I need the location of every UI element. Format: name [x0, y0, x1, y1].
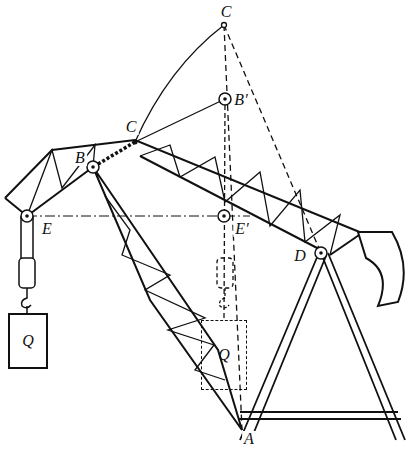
weight-label: Q — [218, 347, 230, 363]
rope — [93, 142, 135, 167]
point-label: C — [219, 4, 234, 20]
center-line — [27, 216, 250, 217]
horse-head — [358, 232, 404, 306]
point-label: B′ — [232, 92, 249, 108]
weight-label: Q — [22, 333, 34, 349]
hook — [220, 288, 229, 308]
boom-truss — [105, 196, 225, 380]
hook — [22, 288, 31, 308]
point-label: B — [73, 150, 87, 166]
pulley-centers — [25, 23, 323, 255]
swing-arc — [135, 25, 224, 142]
rope — [26, 306, 28, 313]
beam-truss — [140, 145, 340, 255]
rope-line — [135, 99, 225, 142]
beam-top-chord — [5, 140, 362, 233]
beam-bottom-chord — [140, 156, 321, 250]
pulley-block — [19, 258, 35, 288]
dashed-line — [224, 25, 321, 253]
beam-left-chord — [5, 167, 93, 216]
boom — [93, 167, 242, 430]
point-label: E′ — [233, 221, 250, 237]
a-frame-base — [238, 412, 401, 419]
weight-box: Q — [201, 320, 247, 390]
beam-end — [330, 233, 362, 255]
point-label: E — [40, 221, 54, 237]
a-frame — [240, 253, 405, 442]
weight-box: Q — [8, 313, 48, 369]
point-label: D — [292, 248, 308, 264]
rope — [21, 216, 33, 262]
pulley-block — [217, 258, 233, 288]
pulleys — [21, 93, 327, 259]
beam-truss — [27, 145, 95, 216]
point-label: C — [124, 119, 139, 135]
point-label: A — [242, 431, 256, 447]
